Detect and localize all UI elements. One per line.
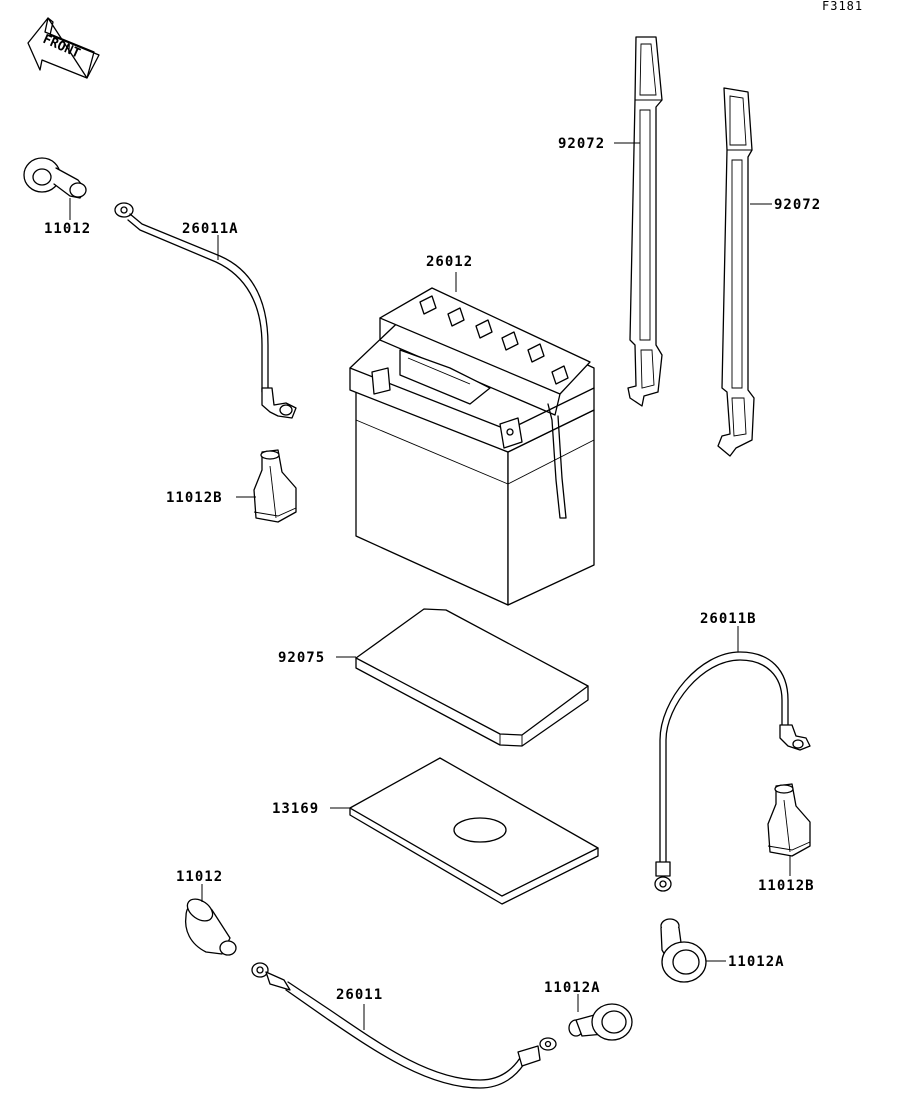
terminal-cap-bottom [568,1003,633,1041]
terminal-cap-bottom-left [184,898,237,956]
label-cap-top-left: 11012 [44,221,91,237]
label-battery: 26012 [426,254,473,270]
battery-cable-right [654,651,811,892]
strap-right [717,87,755,457]
label-strap-left: 92072 [558,136,605,152]
label-cable-top: 26011A [182,221,239,237]
label-cap-right: 11012A [728,954,785,970]
label-boot-left: 11012B [166,490,223,506]
label-cap-bottom-left: 11012 [176,869,223,885]
terminal-cap-top-left [23,157,87,199]
label-cable-bottom: 26011 [336,987,383,1003]
battery [349,287,595,606]
battery-cable-bottom [251,962,557,1089]
label-cap-bottom: 11012A [544,980,601,996]
battery-pad-bottom [349,757,599,905]
terminal-boot-right [767,783,811,857]
figure-id: F3181 [822,0,863,13]
label-boot-right: 11012B [758,878,815,894]
terminal-boot-left [253,449,297,523]
front-arrow-icon: FRONT [27,17,100,79]
strap-left [627,36,663,407]
battery-cable-top [114,202,297,419]
battery-pad-top [355,608,589,747]
label-pad-bottom: 13169 [272,801,319,817]
label-pad-top: 92075 [278,650,325,666]
label-cable-right: 26011B [700,611,757,627]
terminal-cap-right [660,918,707,983]
label-strap-right: 92072 [774,197,821,213]
